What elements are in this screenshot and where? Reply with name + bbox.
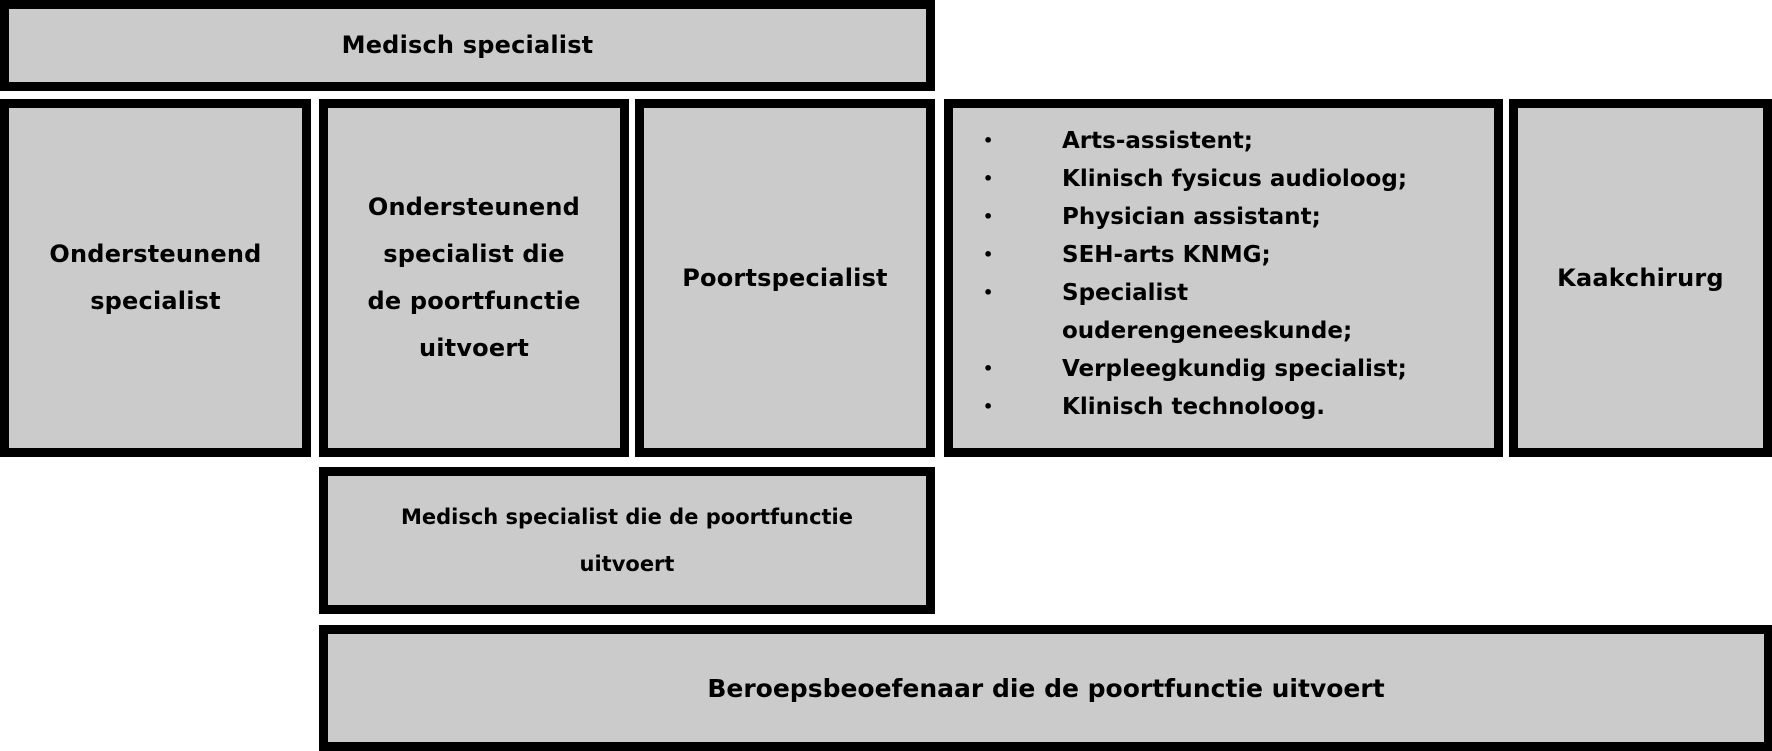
- professions-list: • Arts-assistent; • Klinisch fysicus aud…: [983, 122, 1407, 426]
- bullet-icon: •: [983, 283, 994, 302]
- bullet-icon: •: [983, 169, 994, 188]
- list-item: • Physician assistant;: [983, 198, 1407, 236]
- box-label-line: uitvoert: [418, 334, 530, 362]
- list-item-text: Physician assistant;: [1062, 204, 1321, 230]
- box-label-line: Ondersteunend: [367, 193, 581, 221]
- box-medisch-specialist-poortfunctie: Medisch specialist die de poortfunctie u…: [319, 467, 935, 614]
- bullet-icon: •: [983, 359, 994, 378]
- box-label-line: Ondersteunend: [49, 240, 262, 268]
- bullet-icon: •: [983, 131, 994, 150]
- list-item-text: Klinisch fysicus audioloog;: [1062, 166, 1408, 192]
- list-item-text: Arts-assistent;: [1062, 128, 1254, 154]
- box-ondersteunend-specialist: Ondersteunend specialist: [0, 99, 311, 457]
- box-label-line: specialist: [90, 287, 221, 315]
- box-label-line: Medisch specialist die de poortfunctie: [400, 504, 854, 529]
- box-label-line: uitvoert: [579, 551, 675, 576]
- box-label-line: specialist die: [383, 240, 565, 268]
- bullet-icon: •: [983, 397, 994, 416]
- box-kaakchirurg: Kaakchirurg: [1509, 99, 1772, 457]
- list-item-text: Verpleegkundig specialist;: [1062, 356, 1407, 382]
- box-label: Kaakchirurg: [1557, 263, 1724, 292]
- box-professions-list: • Arts-assistent; • Klinisch fysicus aud…: [944, 99, 1503, 457]
- bullet-icon: •: [983, 245, 994, 264]
- box-label: Beroepsbeoefenaar die de poortfunctie ui…: [707, 673, 1385, 703]
- list-item: • Specialist ouderengeneeskunde;: [983, 274, 1407, 350]
- bullet-icon: •: [983, 207, 994, 226]
- box-poortspecialist: Poortspecialist: [635, 99, 935, 457]
- list-item: • Klinisch fysicus audioloog;: [983, 160, 1407, 198]
- list-item-text: ouderengeneeskunde;: [1062, 318, 1353, 344]
- box-label: Poortspecialist: [682, 263, 888, 292]
- list-item: • Klinisch technoloog.: [983, 388, 1407, 426]
- list-item: • Arts-assistent;: [983, 122, 1407, 160]
- list-item-text: Specialist: [1062, 280, 1189, 306]
- box-medisch-specialist: Medisch specialist: [0, 0, 935, 91]
- box-ondersteunend-specialist-poortfunctie: Ondersteunend specialist die de poortfun…: [319, 99, 629, 457]
- list-item-text: SEH-arts KNMG;: [1062, 242, 1271, 268]
- box-beroepsbeoefenaar-poortfunctie: Beroepsbeoefenaar die de poortfunctie ui…: [319, 625, 1772, 751]
- list-item: • SEH-arts KNMG;: [983, 236, 1407, 274]
- list-item: • Verpleegkundig specialist;: [983, 350, 1407, 388]
- list-item-text: Klinisch technoloog.: [1062, 394, 1326, 420]
- box-label-line: de poortfunctie: [367, 287, 581, 315]
- box-label: Medisch specialist: [341, 31, 594, 59]
